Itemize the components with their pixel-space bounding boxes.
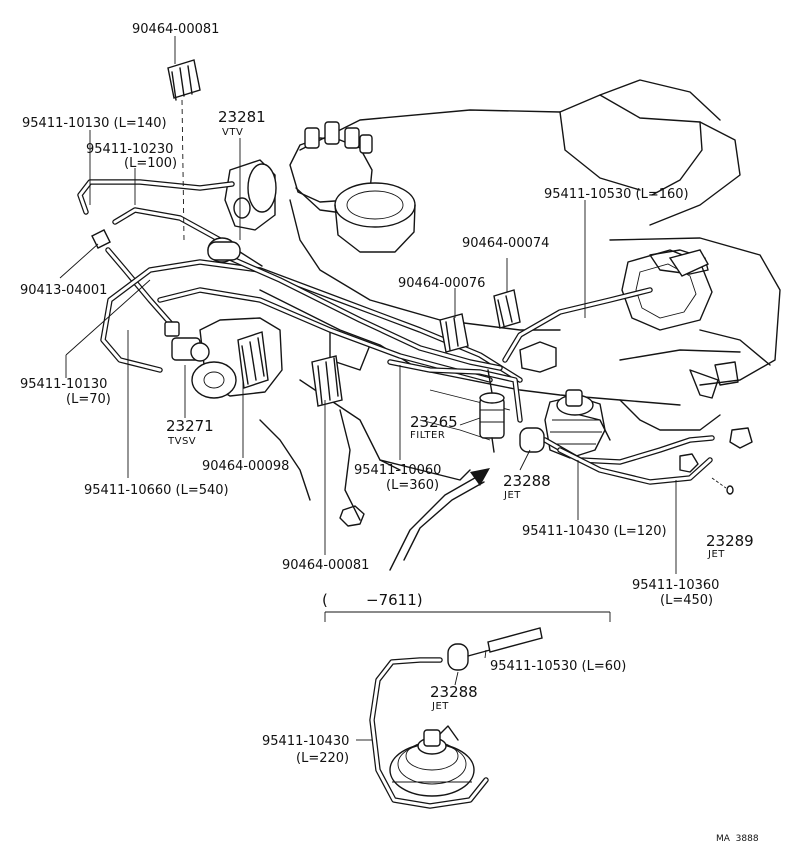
clamp-74 — [493, 289, 521, 329]
label-jet2-name: JET — [707, 549, 725, 560]
label-hose-70-len: (L=70) — [66, 392, 111, 407]
label-hose-70-code: 95411-10130 — [20, 377, 107, 392]
leader-lines — [59, 36, 677, 574]
vtv-valve — [207, 237, 263, 267]
label-hose-450-len: (L=450) — [660, 593, 713, 608]
inset-diagram — [324, 611, 611, 809]
label-vtv-number: 23281 — [218, 108, 266, 126]
label-clamp-98: 90464-00098 — [202, 459, 289, 474]
label-inset-jet-number: 23288 — [430, 683, 478, 701]
label-inset-hose-60: 95411-10530 (L=60) — [490, 659, 626, 674]
tvsv-valve — [164, 321, 210, 362]
label-clamp-top: 90464-00081 — [132, 22, 219, 37]
inset-arrow — [389, 474, 481, 571]
label-tvsv-name: TVSV — [167, 436, 196, 447]
label-hose-360-len: (L=360) — [386, 478, 439, 493]
clamp-98 — [237, 331, 269, 389]
label-jet-number: 23288 — [503, 472, 551, 490]
label-filter-number: 23265 — [410, 413, 458, 431]
label-jet-name: JET — [503, 490, 521, 501]
clamp-76 — [439, 313, 469, 353]
label-clamp-74: 90464-00074 — [462, 236, 549, 251]
label-clamp-bottom: 90464-00081 — [282, 558, 369, 573]
label-vtv-name: VTV — [222, 127, 243, 138]
label-hose-450-code: 95411-10360 — [632, 578, 719, 593]
label-hose-120: 95411-10430 (L=120) — [522, 524, 667, 539]
label-hose-140: 95411-10130 (L=140) — [22, 116, 167, 131]
label-inset-jet-name: JET — [431, 701, 449, 712]
jet-23288 — [519, 427, 545, 453]
label-hose-100-code: 95411-10230 — [86, 142, 173, 157]
drawing-id: MA 3888 — [716, 834, 759, 844]
jet-23289 — [711, 477, 734, 495]
clamp-bottom — [311, 355, 343, 407]
label-inset-hose-220-len: (L=220) — [296, 751, 349, 766]
label-inset-range: ( −7611) — [322, 591, 423, 609]
part-labels: 90464-00081 95411-10130 (L=140) 95411-10… — [20, 22, 759, 844]
filter-component — [479, 369, 505, 453]
label-hose-100-len: (L=100) — [124, 156, 177, 171]
label-hose-540: 95411-10660 (L=540) — [84, 483, 229, 498]
label-hose-360-code: 95411-10060 — [354, 463, 441, 478]
label-jet2-number: 23289 — [706, 532, 754, 550]
connector-tee — [91, 229, 111, 249]
vacuum-hoses — [77, 179, 715, 485]
label-tvsv-number: 23271 — [166, 417, 214, 435]
clamp-top — [167, 59, 201, 241]
label-hose-160: 95411-10530 (L=160) — [544, 187, 689, 202]
label-connector: 90413-04001 — [20, 283, 107, 298]
label-inset-hose-220-code: 95411-10430 — [262, 734, 349, 749]
label-filter-name: FILTER — [410, 430, 445, 441]
label-clamp-76: 90464-00076 — [398, 276, 485, 291]
